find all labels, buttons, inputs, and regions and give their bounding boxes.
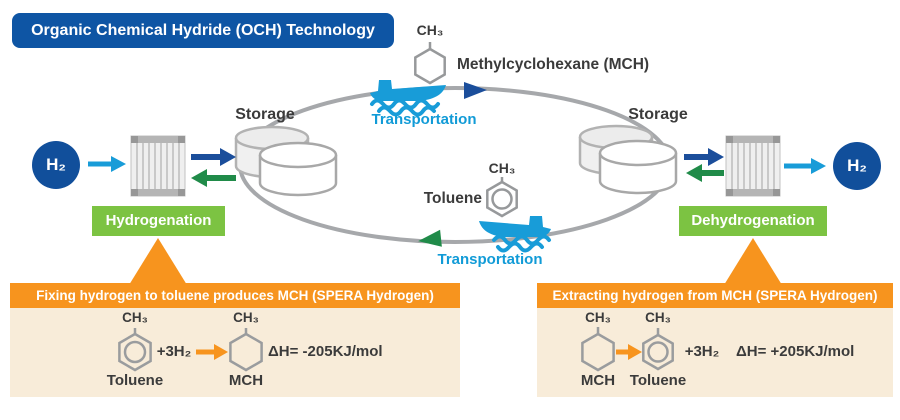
panel-right-reactant-label: MCH: [580, 372, 616, 389]
h2-in-arrow-icon: [88, 156, 126, 172]
panel-right-plus-h2: +3H₂: [684, 343, 720, 360]
hydrogenation-badge: Hydrogenation: [92, 206, 225, 236]
pointer-right-icon: [724, 238, 782, 285]
page-title: Organic Chemical Hydride (OCH) Technolog…: [12, 13, 394, 48]
dehydrogenation-badge: Dehydrogenation: [679, 206, 827, 236]
storage-tanks-right-icon: [578, 124, 678, 195]
storage-left-label: Storage: [235, 106, 295, 123]
panel-left-reactant-label: Toluene: [106, 372, 164, 389]
ship-top-icon: [370, 80, 446, 117]
mch-formula-label: CH₃: [416, 22, 444, 38]
panel-dehydrogenation-header: Extracting hydrogen from MCH (SPERA Hydr…: [537, 283, 893, 308]
panel-left-reactant-formula: CH₃: [122, 310, 148, 325]
transportation-top-label: Transportation: [371, 111, 477, 128]
panel-left-product-formula: CH₃: [233, 310, 259, 325]
mch-to-storage-arrow-icon: [191, 148, 236, 166]
storage-to-reactor-arrow-icon: [684, 148, 724, 166]
toluene-return-arrow-left-icon: [191, 169, 236, 187]
panel-right-enthalpy: ΔH= +205KJ/mol: [736, 343, 855, 360]
toluene-return-arrow-right-icon: [686, 164, 724, 182]
panel-left-plus-h2: +3H₂: [156, 343, 192, 360]
toluene-molecule-center-icon: [486, 177, 518, 218]
h2-output-badge: H₂: [833, 142, 881, 190]
ship-bottom-icon: [479, 216, 551, 253]
panel-left-enthalpy: ΔH= -205KJ/mol: [268, 343, 383, 360]
toluene-formula-label: CH₃: [488, 160, 516, 176]
dehydrogenation-reactor-icon: [725, 135, 781, 197]
toluene-name-label: Toluene: [423, 190, 482, 207]
panel-right-product-formula: CH₃: [645, 310, 671, 325]
panel-hydrogenation-header: Fixing hydrogen to toluene produces MCH …: [10, 283, 460, 308]
h2-input-badge: H₂: [32, 141, 80, 189]
hydrogenation-reactor-icon: [130, 135, 186, 197]
panel-right-product-label: Toluene: [629, 372, 687, 389]
cycle-arrow-right-icon: [464, 82, 487, 99]
mch-molecule-top-icon: [414, 42, 446, 85]
transportation-bottom-label: Transportation: [437, 251, 543, 268]
mch-name-label: Methylcyclohexane (MCH): [457, 56, 650, 73]
h2-out-arrow-icon: [784, 158, 826, 174]
panel-left-product-label: MCH: [228, 372, 264, 389]
pointer-left-icon: [129, 238, 187, 285]
cycle-arrow-left-icon: [418, 229, 442, 247]
panel-right-reactant-formula: CH₃: [585, 310, 611, 325]
storage-tanks-left-icon: [234, 125, 338, 197]
storage-right-label: Storage: [628, 106, 688, 123]
